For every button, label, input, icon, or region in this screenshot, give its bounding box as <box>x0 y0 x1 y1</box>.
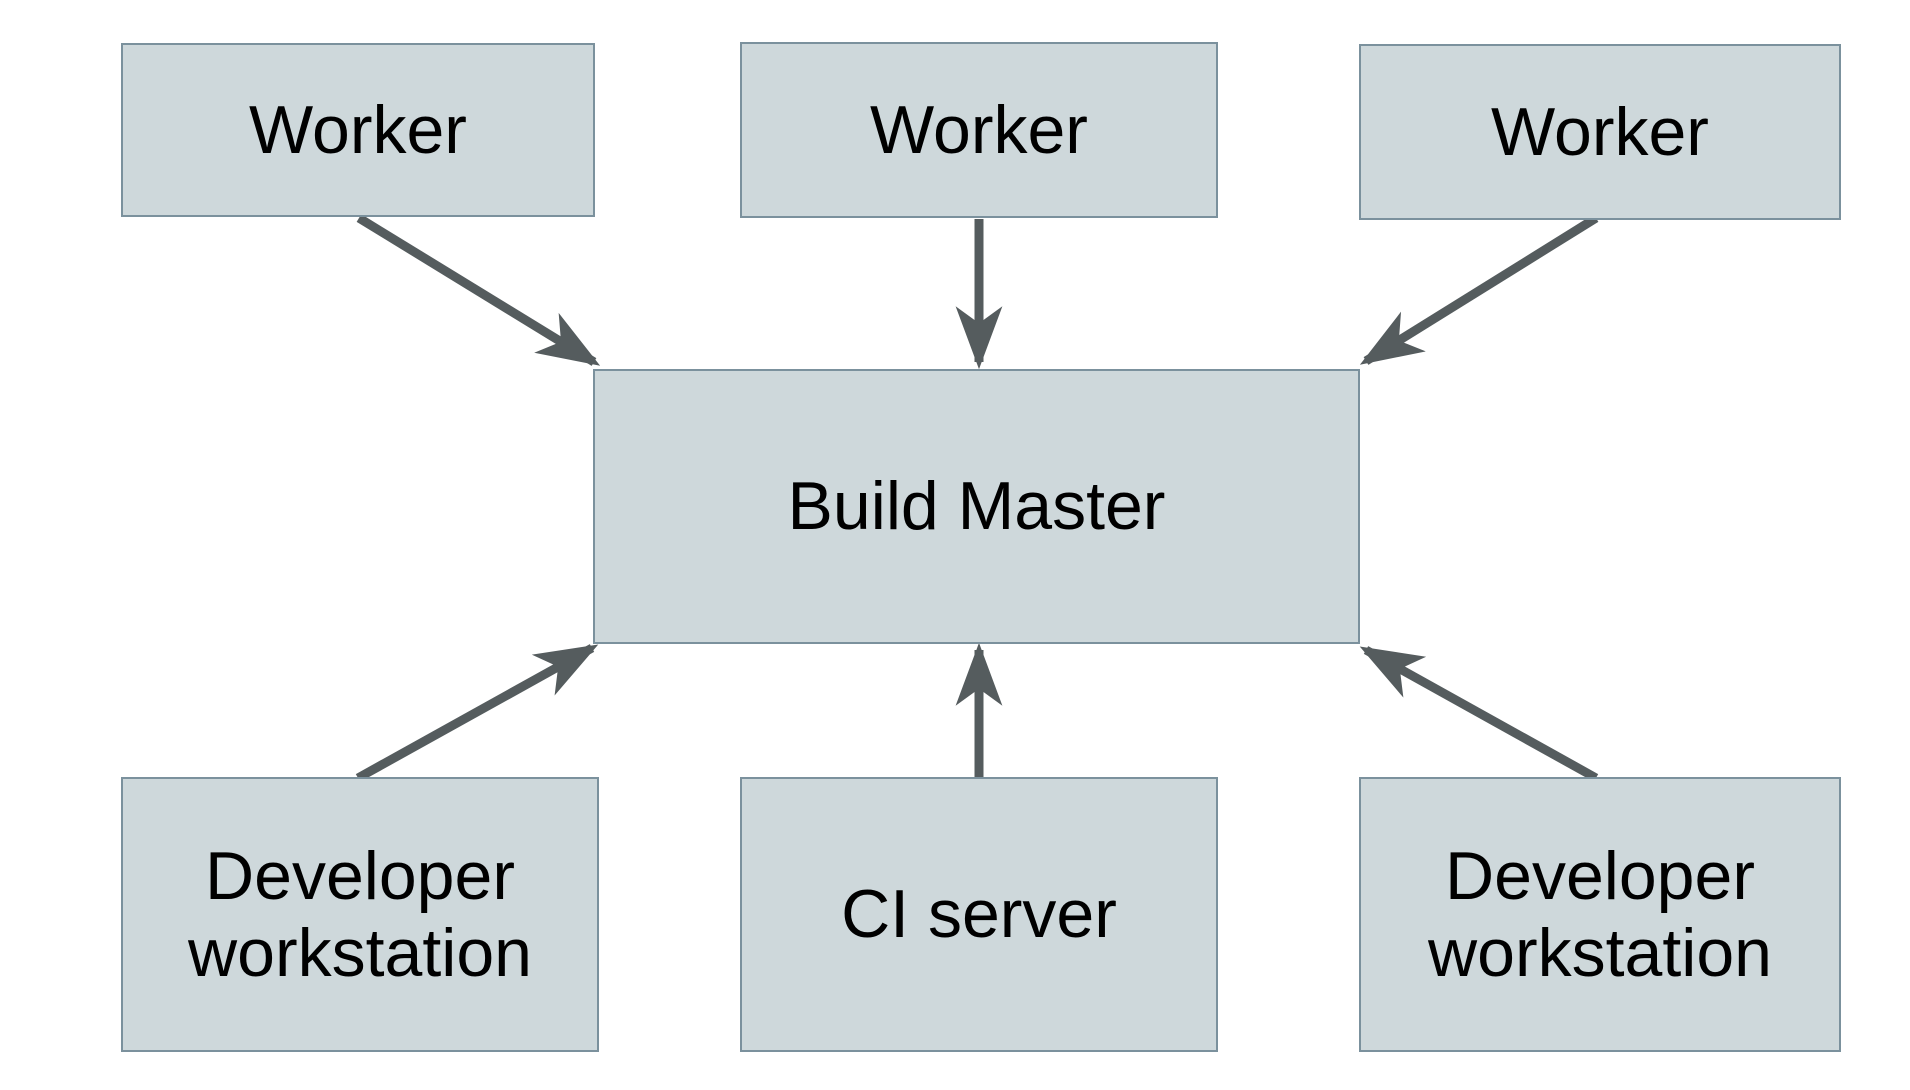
node-ci-server[interactable]: CI server <box>740 777 1218 1052</box>
edge-worker-1-to-build-master <box>356 214 601 366</box>
edge-dev-workstation-2-to-build-master <box>1359 646 1599 782</box>
node-ci-server-label: CI server <box>841 876 1117 953</box>
edge-dev-workstation-1-to-build-master <box>355 644 599 782</box>
node-dev-workstation-2[interactable]: Developer workstation <box>1359 777 1841 1052</box>
node-build-master-label: Build Master <box>787 468 1166 545</box>
node-worker-3-label: Worker <box>1491 93 1709 170</box>
node-worker-1-label: Worker <box>249 91 467 168</box>
node-worker-2[interactable]: Worker <box>740 42 1218 218</box>
node-worker-2-label: Worker <box>870 91 1088 168</box>
node-dev-workstation-2-label: Developer workstation <box>1428 838 1772 991</box>
edge-worker-3-to-build-master <box>1359 214 1599 365</box>
node-dev-workstation-1-label: Developer workstation <box>188 838 532 991</box>
node-dev-workstation-1[interactable]: Developer workstation <box>121 777 599 1052</box>
node-worker-3[interactable]: Worker <box>1359 44 1841 220</box>
node-build-master[interactable]: Build Master <box>593 369 1360 644</box>
node-worker-1[interactable]: Worker <box>121 43 595 217</box>
